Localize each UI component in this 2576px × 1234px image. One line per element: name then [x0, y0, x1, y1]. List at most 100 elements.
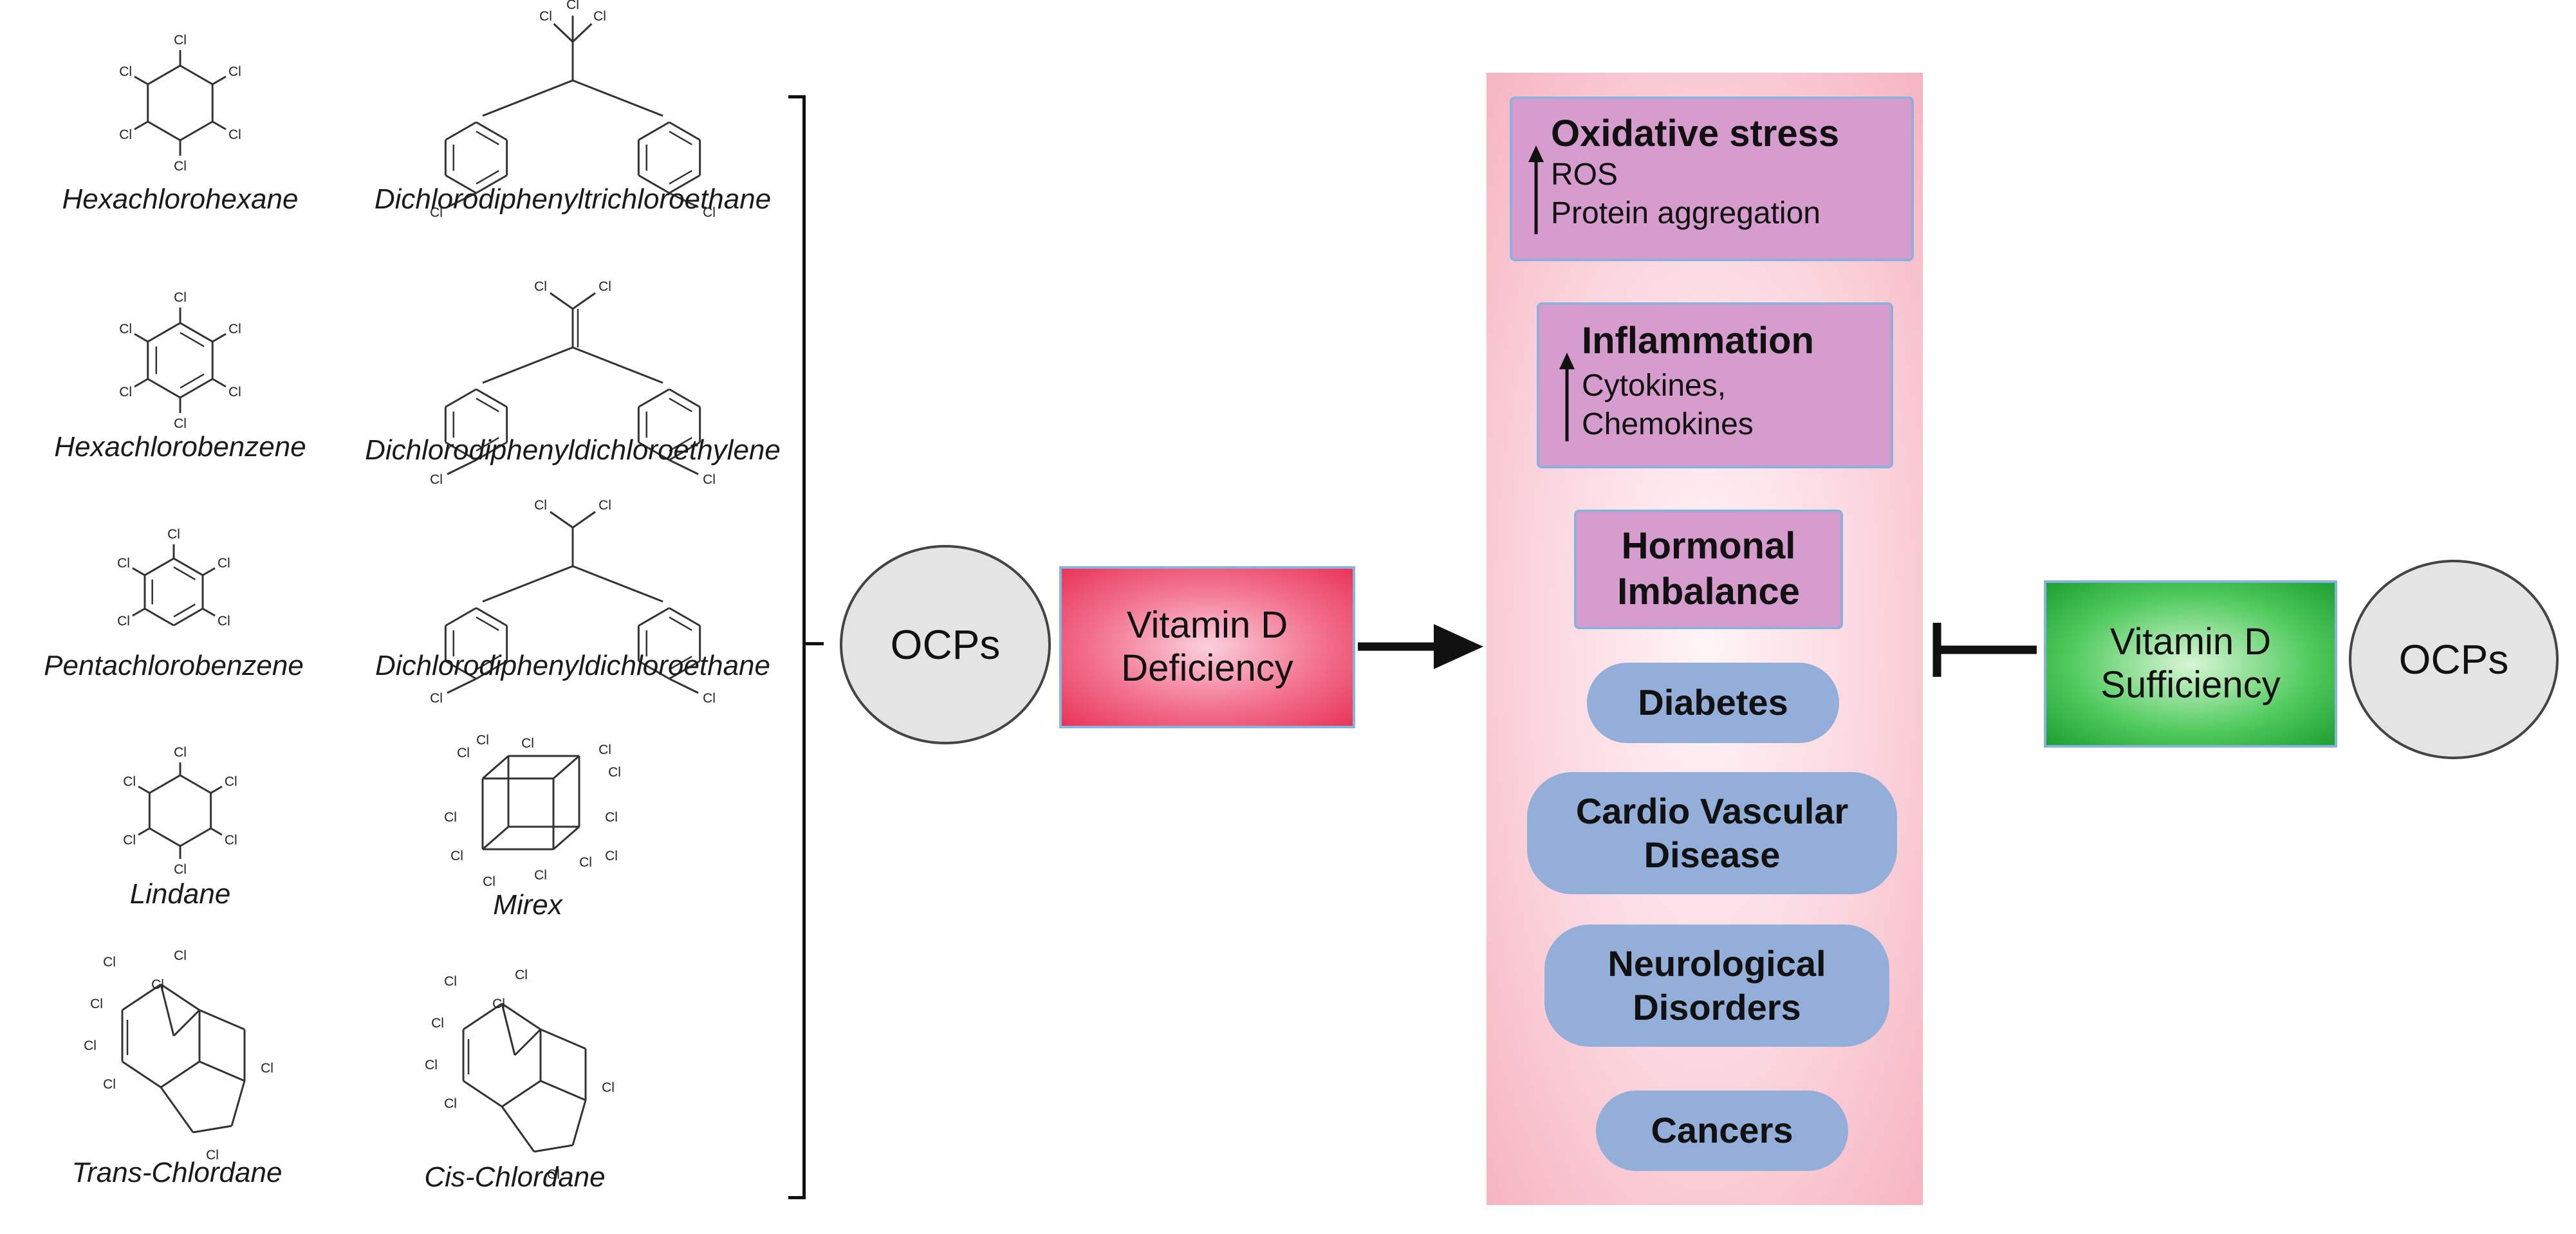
neuro-line2: Disorders	[1633, 987, 1801, 1027]
sufficiency-line1: Vitamin D	[2109, 621, 2272, 663]
chlorine-atom-label: Cl	[174, 745, 187, 760]
chlorine-atom-label: Cl	[431, 1016, 444, 1031]
chlorine-atom-label: Cl	[228, 127, 241, 142]
cancers-label: Cancers	[1651, 1110, 1793, 1151]
chlorine-atom-label: Cl	[84, 1038, 97, 1053]
diabetes-label: Diabetes	[1638, 682, 1788, 723]
chlorine-atom-label: Cl	[444, 1096, 457, 1111]
chlorine-atom-label: Cl	[174, 862, 187, 877]
chlorine-atom-label: Cl	[444, 810, 457, 825]
chlorine-atom-label: Cl	[119, 64, 132, 79]
chlorine-atom-label: Cl	[167, 527, 180, 542]
cardio-line2: Disease	[1644, 834, 1781, 875]
chlorine-atom-label: Cl	[425, 1058, 438, 1073]
chlorine-atom-label: Cl	[261, 1061, 273, 1076]
chlorine-atom-label: Cl	[602, 1080, 615, 1095]
ocps-circle-left: OCPs	[840, 545, 1051, 744]
chlorine-atom-label: Cl	[430, 205, 443, 220]
chlorine-atom-label: Cl	[225, 833, 237, 848]
increase-arrow-icon	[1528, 145, 1544, 234]
chlorine-atom-label: Cl	[206, 1148, 219, 1163]
chlorine-atom-label: Cl	[566, 0, 579, 12]
inflammation-line-2: Chemokines	[1582, 407, 1754, 441]
vitamin-d-sufficiency-box: Vitamin D Sufficiency	[2044, 580, 2337, 748]
ocps-label: OCPs	[2398, 636, 2509, 683]
compound-group-bracket	[788, 95, 806, 1199]
chlorine-atom-label: Cl	[228, 385, 241, 400]
chlorine-atom-label: Cl	[703, 691, 716, 706]
inflammation-line-1: Cytokines,	[1582, 369, 1727, 403]
cardiovascular-disease-pill: Cardio Vascular Disease	[1527, 772, 1897, 894]
chlorine-atom-label: Cl	[430, 691, 443, 706]
deficiency-line2: Deficiency	[1121, 647, 1293, 689]
leads-to-arrow	[1358, 624, 1483, 669]
chlorine-atom-label: Cl	[218, 614, 230, 629]
oxidative-stress-title: Oxidative stress	[1551, 113, 1840, 154]
chlorine-atom-label: Cl	[598, 498, 611, 513]
chlorine-atom-label: Cl	[228, 64, 241, 79]
chlorine-atom-label: Cl	[119, 322, 132, 336]
chlorine-atom-label: Cl	[605, 810, 618, 825]
neuro-line1: Neurological	[1608, 943, 1826, 984]
chlorine-atom-label: Cl	[228, 322, 241, 336]
chlorine-atom-label: Cl	[593, 9, 606, 24]
chlorine-atom-label: Cl	[119, 127, 132, 142]
compound-name: Dichlorodiphenyltrichloroethane	[374, 183, 772, 215]
increase-arrow-icon	[1559, 353, 1575, 441]
chlorine-atom-label: Cl	[103, 1077, 116, 1092]
chlorine-atom-label: Cl	[174, 33, 187, 48]
chlorine-atom-label: Cl	[534, 498, 547, 513]
compound-name: Cis-Chlordane	[424, 1161, 606, 1193]
vitamin-d-deficiency-box: Vitamin D Deficiency	[1059, 566, 1355, 728]
chlorine-atom-label: Cl	[90, 997, 103, 1011]
cardio-line1: Cardio Vascular	[1575, 790, 1849, 831]
oxidative-line-2: Protein aggregation	[1551, 196, 1821, 230]
chlorine-atom-label: Cl	[598, 279, 611, 294]
chlorine-atom-label: Cl	[430, 472, 443, 487]
chlorine-atom-label: Cl	[476, 733, 489, 748]
ocps-circle-right: OCPs	[2349, 560, 2559, 759]
compound-name: Dichlorodiphenyldichloroethane	[375, 650, 770, 681]
chlorine-atom-label: Cl	[457, 746, 470, 760]
compound-name: Hexachlorohexane	[62, 183, 299, 215]
inflammation-box: Inflammation Cytokines, Chemokines	[1537, 302, 1893, 468]
chlorine-atom-label: Cl	[608, 765, 621, 780]
cancers-pill: Cancers	[1596, 1091, 1848, 1171]
chlorine-atom-label: Cl	[450, 849, 463, 863]
chlorine-atom-label: Cl	[703, 472, 716, 487]
compound-name: Pentachlorobenzene	[44, 650, 304, 681]
compound-name: Hexachlorobenzene	[54, 431, 306, 463]
bracket-tick	[804, 642, 824, 645]
chlorine-atom-label: Cl	[598, 742, 611, 757]
chlorine-atom-label: Cl	[103, 955, 116, 970]
hormonal-line1: Hormonal	[1621, 525, 1796, 567]
chlorine-atom-label: Cl	[515, 968, 528, 982]
chlorine-atom-label: Cl	[123, 775, 136, 789]
chlorine-atom-label: Cl	[534, 279, 547, 294]
compound-name: Trans-Chlordane	[71, 1157, 283, 1188]
compound-name: Dichlorodiphenyldichloroethylene	[365, 434, 781, 466]
chlorine-atom-label: Cl	[123, 833, 136, 848]
chlorine-atom-label: Cl	[579, 855, 592, 870]
inhibition-bar	[1932, 623, 2037, 677]
chlorine-atom-label: Cl	[174, 948, 187, 963]
chlorine-atom-label: Cl	[174, 290, 187, 305]
compound-name: Lindane	[129, 878, 231, 910]
chlorine-atom-label: Cl	[218, 556, 230, 571]
hormonal-line2: Imbalance	[1617, 571, 1800, 612]
